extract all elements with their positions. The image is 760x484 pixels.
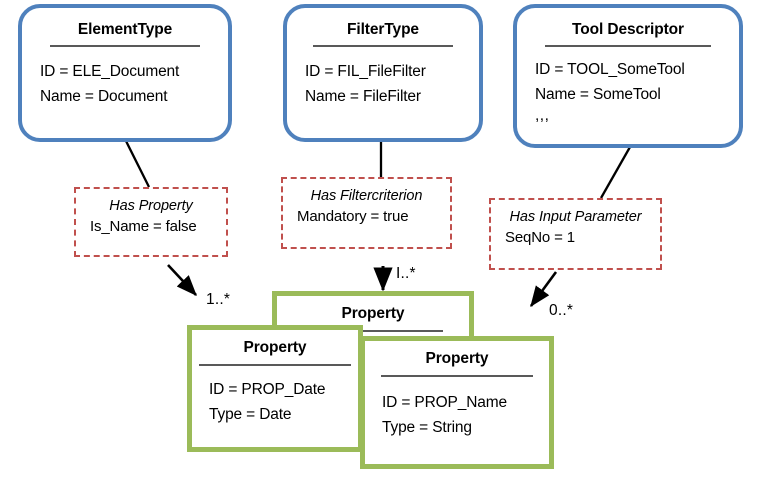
association-box-has-filtercriterion[interactable]: Has Filtercriterion Mandatory = true xyxy=(281,177,452,249)
attribute-id: ID = PROP_Name xyxy=(382,394,507,411)
association-attribute-is-name: Is_Name = false xyxy=(90,218,197,235)
instance-attributes-filter-type: ID = FIL_FileFilter Name = FileFilter xyxy=(287,47,479,109)
property-title-date: Property xyxy=(243,339,307,356)
title-divider xyxy=(545,45,711,47)
instance-attributes-element-type: ID = ELE_Document Name = Document xyxy=(22,47,228,109)
property-attributes-name: ID = PROP_Name Type = String xyxy=(365,377,549,440)
attribute-name: Name = SomeTool xyxy=(535,86,661,103)
attribute-name: Name = FileFilter xyxy=(305,88,421,105)
attribute-type: Type = String xyxy=(382,419,472,436)
link-elementtype-hasproperty xyxy=(124,140,151,188)
multiplicity-has-property: 1..* xyxy=(206,291,231,308)
attribute-ellipsis: ,,, xyxy=(535,107,550,124)
instance-title-filter-type: FilterType xyxy=(347,21,419,38)
instance-box-tool-descriptor[interactable]: Tool Descriptor ID = TOOL_SomeTool Name … xyxy=(513,4,743,148)
attribute-id: ID = TOOL_SomeTool xyxy=(535,61,685,78)
attribute-type: Type = Date xyxy=(209,406,292,423)
link-hasinputparameter-property xyxy=(529,271,558,308)
title-divider xyxy=(50,45,200,47)
property-box-name[interactable]: Property ID = PROP_Name Type = String xyxy=(360,336,554,469)
instance-box-filter-type[interactable]: FilterType ID = FIL_FileFilter Name = Fi… xyxy=(283,4,483,142)
association-title-has-filtercriterion: Has Filtercriterion xyxy=(310,188,423,204)
association-attribute-mandatory: Mandatory = true xyxy=(297,208,409,225)
title-divider xyxy=(313,45,453,47)
attribute-id: ID = FIL_FileFilter xyxy=(305,63,426,80)
association-title-has-property: Has Property xyxy=(109,198,193,214)
association-attribute-seqno: SeqNo = 1 xyxy=(505,229,575,246)
multiplicity-has-filtercriterion: I..* xyxy=(396,265,416,282)
title-divider xyxy=(199,364,351,366)
property-title-name: Property xyxy=(425,350,489,367)
attribute-name: Name = Document xyxy=(40,88,168,105)
instance-box-element-type[interactable]: ElementType ID = ELE_Document Name = Doc… xyxy=(18,4,232,142)
instance-attributes-tool-descriptor: ID = TOOL_SomeTool Name = SomeTool ,,, xyxy=(517,47,739,125)
title-divider xyxy=(381,375,533,377)
association-box-has-property[interactable]: Has Property Is_Name = false xyxy=(74,187,228,257)
property-attributes-date: ID = PROP_Date Type = Date xyxy=(192,366,358,427)
instance-title-tool-descriptor: Tool Descriptor xyxy=(572,21,684,38)
property-title-back: Property xyxy=(341,305,405,322)
association-title-has-input-parameter: Has Input Parameter xyxy=(509,209,642,225)
property-box-date[interactable]: Property ID = PROP_Date Type = Date xyxy=(187,325,363,452)
association-box-has-input-parameter[interactable]: Has Input Parameter SeqNo = 1 xyxy=(489,198,662,270)
title-divider xyxy=(303,330,443,332)
attribute-id: ID = ELE_Document xyxy=(40,63,180,80)
attribute-id: ID = PROP_Date xyxy=(209,381,326,398)
link-tooldescriptor-hasinputparameter xyxy=(600,146,631,199)
multiplicity-has-input-parameter: 0..* xyxy=(549,302,574,319)
link-hasproperty-property xyxy=(167,264,197,296)
instance-title-element-type: ElementType xyxy=(77,21,173,38)
